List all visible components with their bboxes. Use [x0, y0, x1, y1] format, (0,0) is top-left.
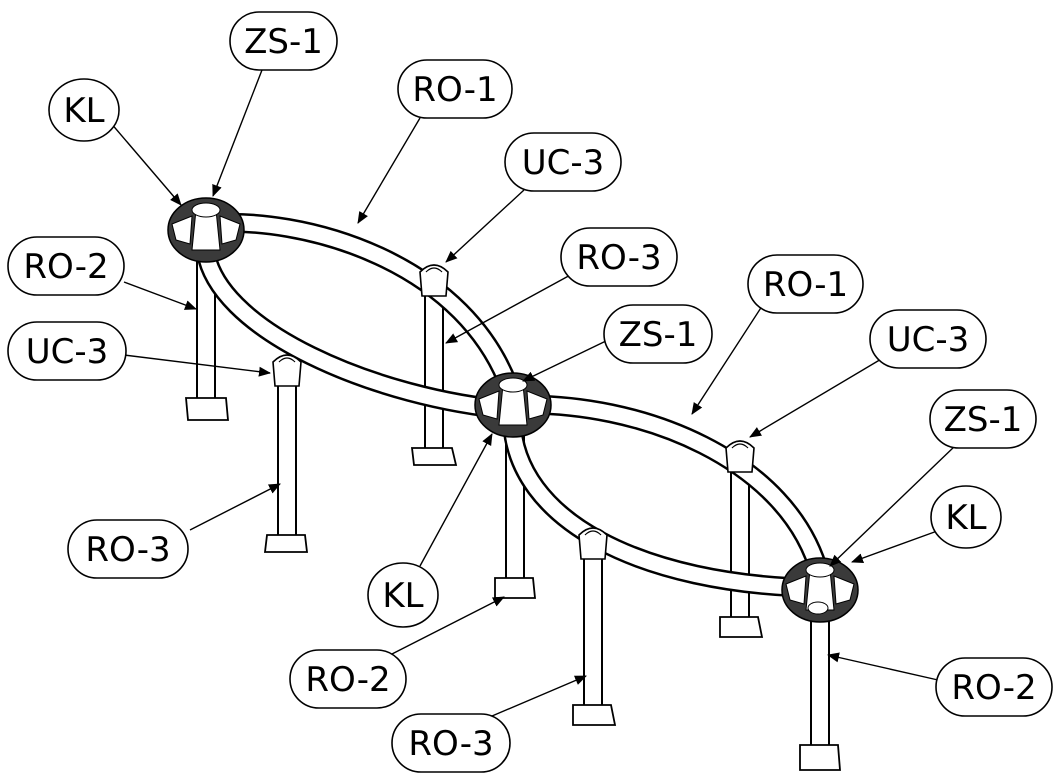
post-left-front: [263, 385, 309, 553]
svg-text:RO-2: RO-2: [305, 660, 390, 700]
base-plate: [572, 704, 617, 726]
svg-text:RO-3: RO-3: [408, 724, 493, 764]
svg-text:RO-2: RO-2: [23, 247, 108, 287]
leader-uc3-top: [445, 189, 525, 263]
leader-uc3-left: [123, 354, 271, 377]
hubs: [167, 197, 859, 623]
base-plate: [185, 397, 229, 421]
clamp-left-front: [272, 354, 302, 387]
leader-ro1-left: [357, 117, 421, 224]
callout-uc3-top: UC-3: [504, 132, 622, 192]
callout-zs1-right: ZS-1: [929, 389, 1037, 449]
callout-kl-top-left: KL: [48, 78, 120, 142]
callout-ro3-left: RO-3: [67, 519, 189, 579]
svg-text:UC-3: UC-3: [887, 320, 970, 360]
base-plate: [719, 616, 764, 638]
leader-ro2-middle: [389, 596, 505, 656]
leader-kl-top-left: [109, 121, 182, 206]
leader-kl-middle: [419, 433, 493, 567]
clamp-bottom: [578, 527, 608, 560]
svg-text:RO-1: RO-1: [763, 265, 848, 305]
callout-kl-middle: KL: [367, 562, 439, 628]
callout-kl-right: KL: [930, 485, 1002, 549]
leader-ro3-left: [189, 483, 281, 531]
clamp-top: [419, 264, 449, 297]
svg-text:RO-1: RO-1: [412, 70, 497, 110]
hub-middle: [474, 372, 552, 438]
clamp-right-top: [725, 440, 755, 473]
post-bottom-clamp: [572, 557, 617, 726]
svg-text:ZS-1: ZS-1: [944, 400, 1023, 440]
leader-ro3-upper: [445, 272, 575, 344]
svg-text:KL: KL: [63, 91, 104, 131]
callout-ro3-upper: RO-3: [560, 227, 678, 287]
svg-text:RO-3: RO-3: [85, 530, 170, 570]
zs1-cap: [805, 562, 835, 578]
base-plate: [410, 447, 458, 466]
base-plate: [263, 534, 309, 553]
leader-ro3-bottom: [477, 675, 587, 723]
callout-ro3-bottom: RO-3: [391, 713, 511, 773]
hub-right: [781, 557, 859, 623]
svg-text:RO-2: RO-2: [951, 668, 1036, 708]
rails: [195, 212, 830, 598]
callout-ro1-left: RO-1: [397, 59, 513, 119]
leader-ro1-right: [691, 299, 767, 415]
leader-kl-right: [851, 529, 941, 563]
base-plate: [494, 577, 536, 599]
post-top-clamp: [410, 295, 458, 466]
zs1-cap: [498, 377, 528, 393]
leader-zs1-right: [829, 444, 957, 567]
hub-left: [167, 197, 245, 263]
clamps: [272, 264, 755, 560]
zs1-cap: [191, 202, 221, 218]
callout-uc3-left: UC-3: [7, 321, 127, 381]
svg-text:RO-3: RO-3: [576, 238, 661, 278]
leaders: [109, 69, 957, 723]
post-right-top-clamp: [719, 470, 764, 638]
callouts: ZS-1 KL RO-1 UC-3 RO-2 RO-3 RO-1 UC-3: [7, 11, 1053, 773]
callout-ro2-left: RO-2: [7, 236, 125, 296]
svg-text:KL: KL: [382, 576, 423, 616]
leader-ro2-right: [827, 652, 939, 681]
posts: [185, 250, 841, 771]
svg-text:UC-3: UC-3: [522, 143, 605, 183]
callout-zs1-top: ZS-1: [229, 11, 338, 71]
base-plate: [799, 744, 841, 771]
callout-ro1-right: RO-1: [747, 254, 864, 314]
svg-text:ZS-1: ZS-1: [619, 315, 698, 355]
svg-text:KL: KL: [945, 498, 986, 538]
callout-ro2-right: RO-2: [935, 657, 1053, 717]
leader-uc3-right: [749, 354, 889, 438]
callout-zs1-middle: ZS-1: [603, 304, 713, 364]
svg-text:UC-3: UC-3: [26, 332, 109, 372]
svg-text:ZS-1: ZS-1: [244, 22, 323, 62]
leader-zs1-top: [212, 69, 263, 197]
leader-zs1-middle: [522, 339, 609, 382]
callout-ro2-middle: RO-2: [289, 649, 407, 709]
callout-uc3-right: UC-3: [869, 309, 987, 369]
post-right-hub: [799, 610, 841, 771]
leader-ro2-left: [123, 281, 197, 310]
